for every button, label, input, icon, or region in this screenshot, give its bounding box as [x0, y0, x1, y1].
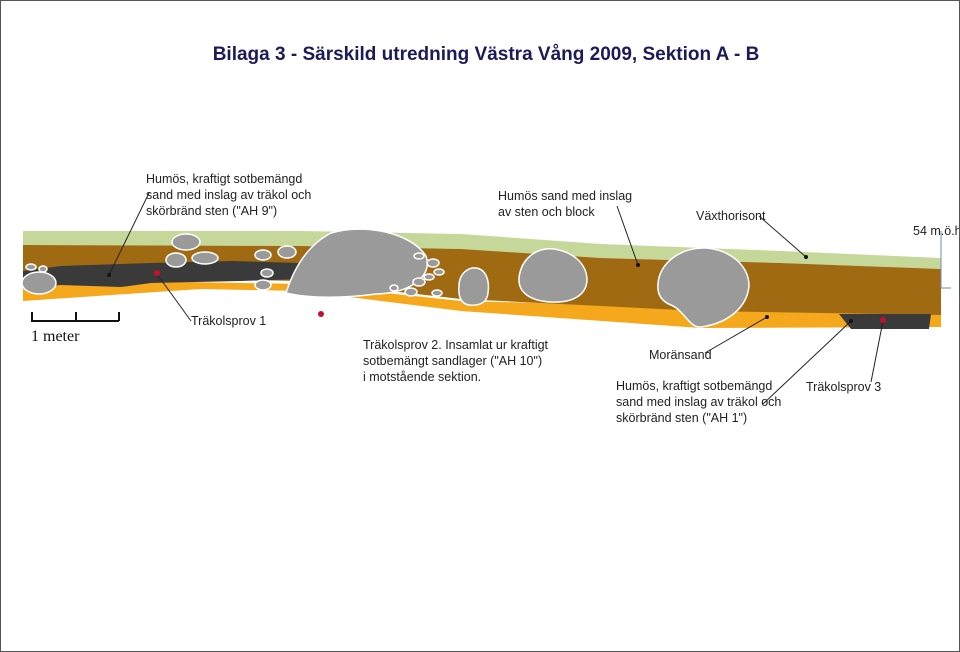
stone: [426, 258, 440, 268]
stone: [412, 277, 426, 287]
label-moraine-sand: Moränsand: [649, 348, 712, 362]
stones-and-blocks: [21, 228, 750, 328]
stone: [277, 245, 297, 259]
leader-lines: [107, 192, 884, 405]
stone: [21, 271, 57, 295]
scale-label: 1 meter: [31, 328, 80, 345]
scale-bar: 1 meter: [31, 312, 120, 345]
label-elevation: 54 m.ö.h.: [913, 224, 959, 238]
label-sample-2: Träkolsprov 2. Insamlat ur kraftigt sotb…: [363, 338, 552, 384]
stone: [25, 263, 37, 271]
large-block: [518, 248, 588, 303]
stone: [260, 268, 274, 278]
large-block: [285, 228, 428, 298]
stone: [458, 267, 490, 306]
stone: [254, 249, 272, 261]
sample-1-marker: [154, 270, 160, 276]
label-sample-1: Träkolsprov 1: [191, 314, 266, 328]
stone: [38, 265, 48, 273]
sample-2-marker: [318, 311, 324, 317]
stone: [389, 284, 399, 292]
stone: [423, 273, 435, 281]
label-sample-3: Träkolsprov 3: [806, 380, 881, 394]
large-block: [657, 247, 750, 328]
stone: [191, 251, 219, 265]
page-title: Bilaga 3 - Särskild utredning Västra Vån…: [213, 44, 760, 65]
sample-3-marker: [880, 317, 886, 323]
stone: [413, 252, 425, 260]
label-ah9: Humös, kraftigt sotbemängd sand med insl…: [146, 172, 315, 218]
ah9-charcoal-layer: [23, 261, 301, 288]
label-growth-horizon: Växthorisont: [696, 209, 766, 223]
stone: [254, 279, 272, 291]
label-humus-sand: Humös sand med inslag av sten och block: [498, 189, 636, 219]
stone: [404, 287, 418, 297]
stone: [165, 252, 187, 268]
stone: [431, 289, 443, 297]
stone: [433, 268, 445, 276]
label-ah1: Humös, kraftigt sotbemängd sand med insl…: [616, 379, 785, 425]
stone: [171, 233, 201, 251]
